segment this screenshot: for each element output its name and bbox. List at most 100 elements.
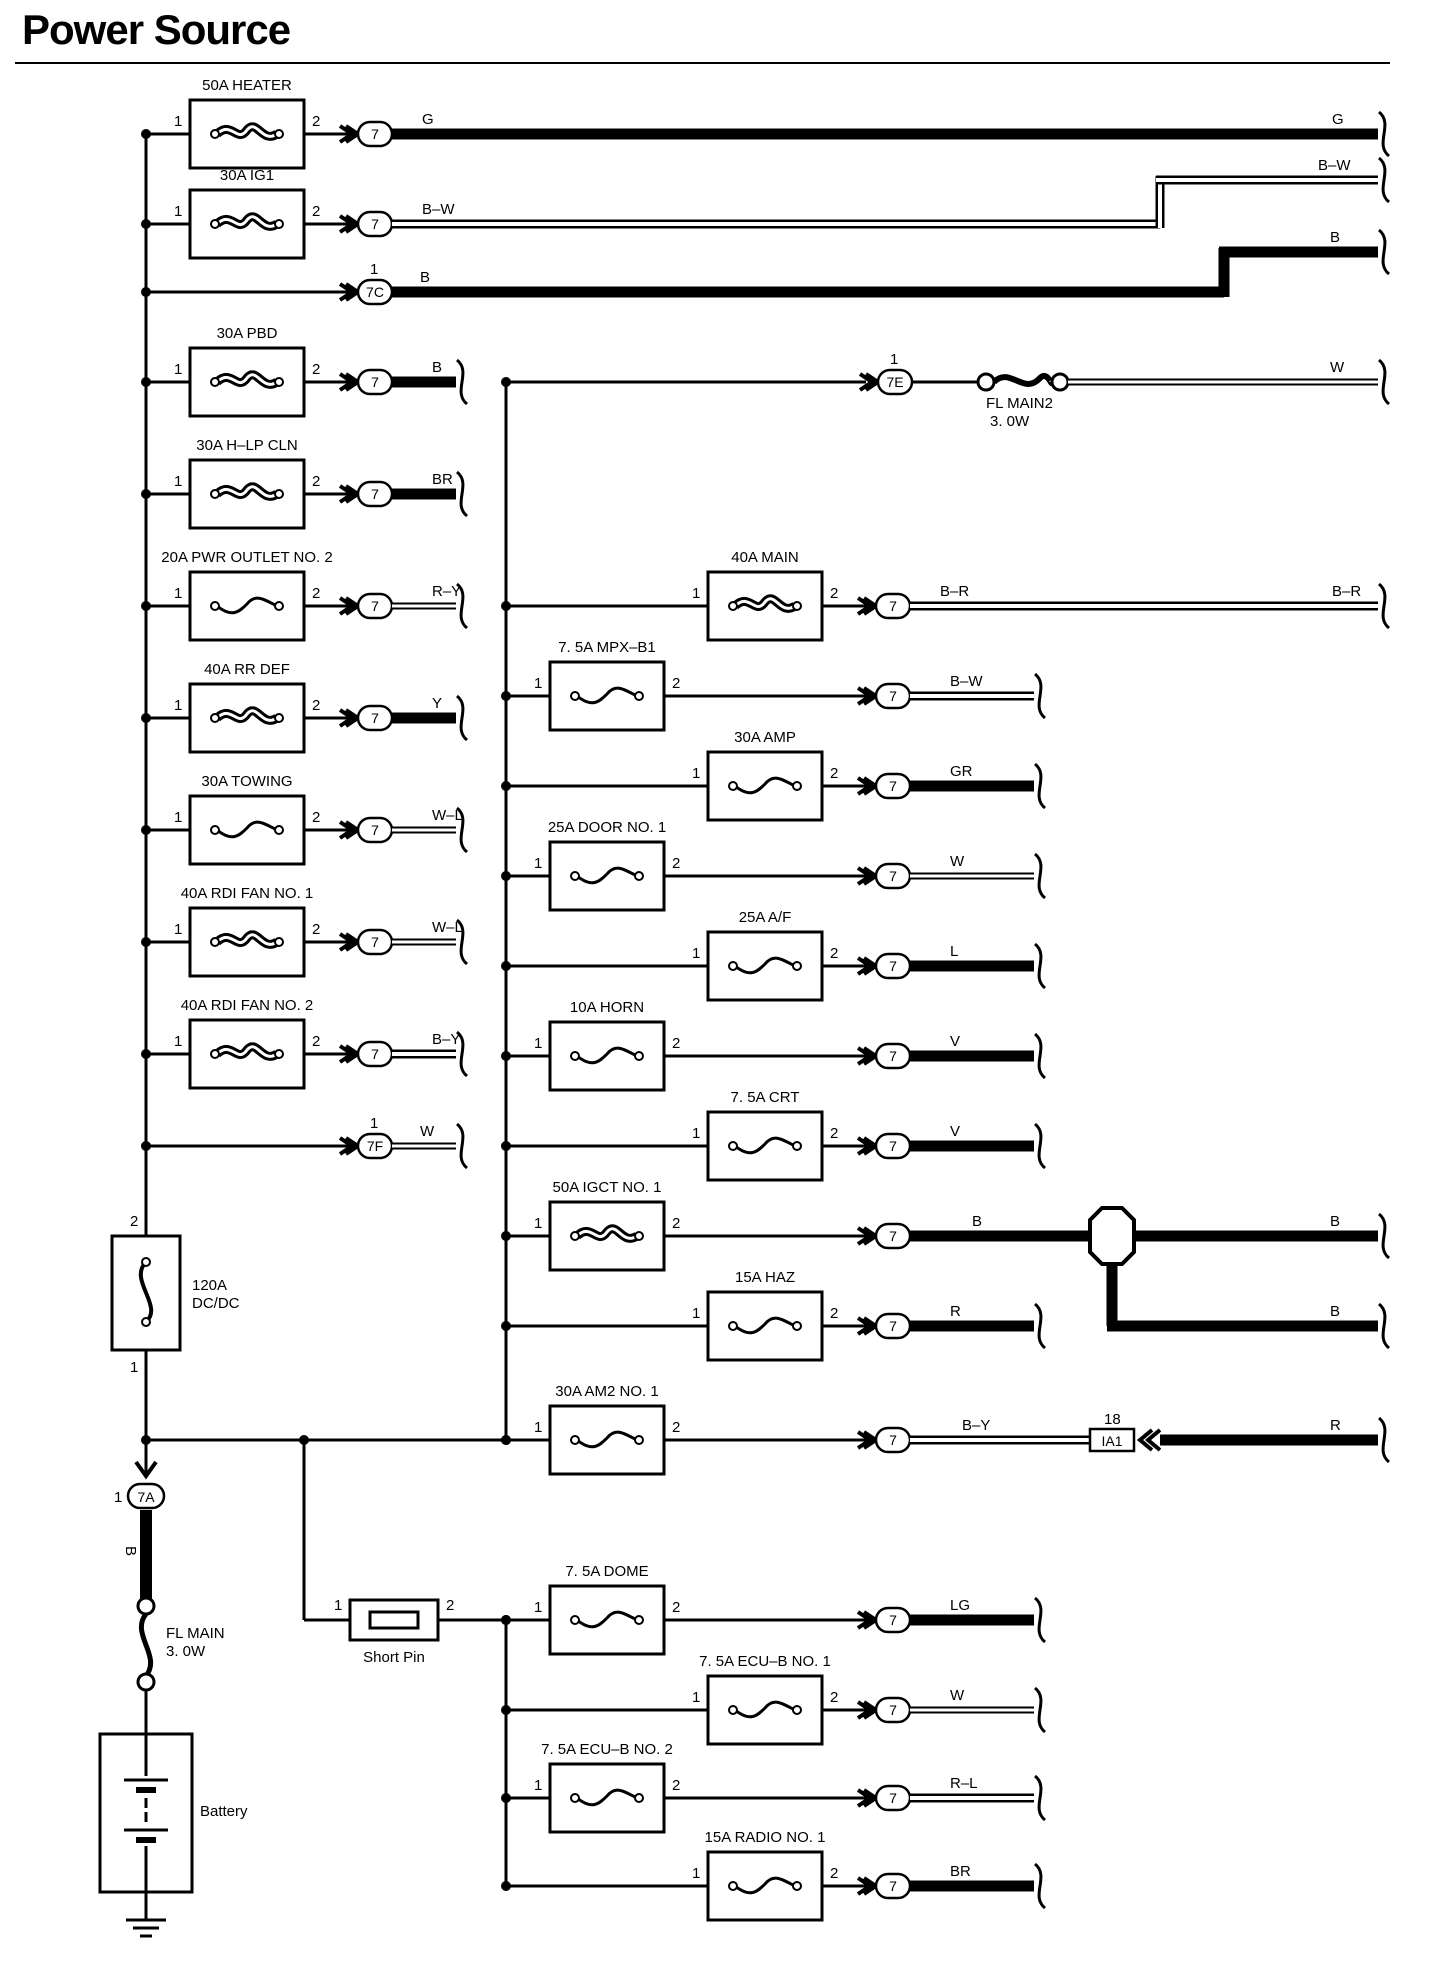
- junction-dot: [501, 1881, 511, 1891]
- pin-1: 1: [534, 675, 542, 692]
- far-wire-label: B–W: [1318, 157, 1351, 174]
- junction-dot: [141, 287, 151, 297]
- page-title: Power Source: [22, 6, 291, 53]
- wire-break: [1033, 1302, 1047, 1350]
- pin-1: 1: [174, 361, 182, 378]
- fuse-label: 20A PWR OUTLET NO. 2: [161, 549, 332, 566]
- wire-break: [1033, 1774, 1047, 1822]
- far-wire-label: B: [1330, 1213, 1340, 1230]
- pin-1: 1: [692, 1125, 700, 1142]
- wire-break: [1033, 942, 1047, 990]
- connector-7-label: 7: [889, 1138, 897, 1154]
- wire-label: GR: [950, 763, 973, 780]
- wire-label: B–W: [950, 673, 983, 690]
- pin-2: 2: [672, 1419, 680, 1436]
- fuse-label: 40A MAIN: [731, 549, 799, 566]
- connector-7-label: 7: [889, 1790, 897, 1806]
- pin-2: 2: [830, 585, 838, 602]
- connector-7-label: 7: [371, 486, 379, 502]
- connector-7e-pin: 1: [890, 351, 898, 368]
- wire-label: LG: [950, 1597, 970, 1614]
- junction-dot: [501, 691, 511, 701]
- wire-break: [1033, 1032, 1047, 1080]
- junction-dot: [141, 1141, 151, 1151]
- far-wire-label: B: [1330, 1303, 1340, 1320]
- pin-1: 1: [534, 1777, 542, 1794]
- junction-dot: [501, 781, 511, 791]
- wire-break: [1033, 1862, 1047, 1910]
- fuse-label: 10A HORN: [570, 999, 644, 1016]
- fl-main2-name: FL MAIN2: [986, 395, 1053, 412]
- wire-label: W: [420, 1123, 435, 1140]
- junction-dot: [501, 961, 511, 971]
- wire-break: [1033, 852, 1047, 900]
- far-wire-label: R: [1330, 1417, 1341, 1434]
- far-wire-label: G: [1332, 111, 1344, 128]
- pin-2: 2: [312, 473, 320, 490]
- c7a-wire-label: B: [122, 1546, 139, 1556]
- pin-1: 1: [174, 473, 182, 490]
- pin-2: 2: [830, 945, 838, 962]
- fuse-label: 30A TOWING: [201, 773, 292, 790]
- pin-2: 2: [312, 921, 320, 938]
- battery-label: Battery: [200, 1803, 248, 1820]
- fuse-radio-element: [734, 1876, 796, 1895]
- fuse-af-element: [734, 956, 796, 975]
- wire-break: [1377, 110, 1391, 158]
- wire-break: [1377, 582, 1391, 630]
- wire-label: V: [950, 1123, 960, 1140]
- pin-2: 2: [830, 1125, 838, 1142]
- fuse-label: 40A RDI FAN NO. 1: [181, 885, 314, 902]
- ia1-arrow: [1136, 1428, 1154, 1452]
- pin-2: 2: [312, 113, 320, 130]
- junction-dot: [141, 713, 151, 723]
- connector-7-label: 7: [371, 598, 379, 614]
- fl-main-name: FL MAIN: [166, 1625, 225, 1642]
- pin-2: 2: [672, 1215, 680, 1232]
- connector-7-label: 7: [371, 374, 379, 390]
- fuse-horn-element: [576, 1046, 638, 1065]
- dcdc-name: DC/DC: [192, 1295, 240, 1312]
- short-pin: 1 2 Short Pin: [334, 1597, 454, 1666]
- pin-1: 1: [534, 1419, 542, 1436]
- junction-dot: [501, 1141, 511, 1151]
- pin-1: 1: [174, 585, 182, 602]
- dcdc-pin-bottom: 1: [130, 1359, 138, 1376]
- junction-dot: [299, 1435, 309, 1445]
- wire-break: [1033, 1596, 1047, 1644]
- pin-2: 2: [312, 361, 320, 378]
- wire-label: V: [950, 1033, 960, 1050]
- wire-break: [455, 806, 469, 854]
- dcdc-fuse: 2 1 120A DC/DC: [110, 1213, 240, 1376]
- pin-2: 2: [312, 809, 320, 826]
- bus-lines: [144, 134, 866, 1886]
- pin-2: 2: [672, 1599, 680, 1616]
- fuse-label: 7. 5A ECU–B NO. 1: [699, 1653, 831, 1670]
- connector-7e-label: 7E: [886, 374, 903, 390]
- junction-dot: [141, 219, 151, 229]
- fuse-label: 40A RR DEF: [204, 661, 290, 678]
- junction-dot: [501, 1793, 511, 1803]
- pin-1: 1: [174, 113, 182, 130]
- junction-dot: [501, 601, 511, 611]
- fuse-label: 15A HAZ: [735, 1269, 795, 1286]
- pin-1: 1: [174, 809, 182, 826]
- fuse-label: 7. 5A DOME: [565, 1563, 648, 1580]
- wire-break: [455, 1030, 469, 1078]
- junction-dot: [141, 377, 151, 387]
- far-wire-label: B–R: [1332, 583, 1361, 600]
- fuse-label: 50A HEATER: [202, 77, 292, 94]
- wire-label: BR: [432, 471, 453, 488]
